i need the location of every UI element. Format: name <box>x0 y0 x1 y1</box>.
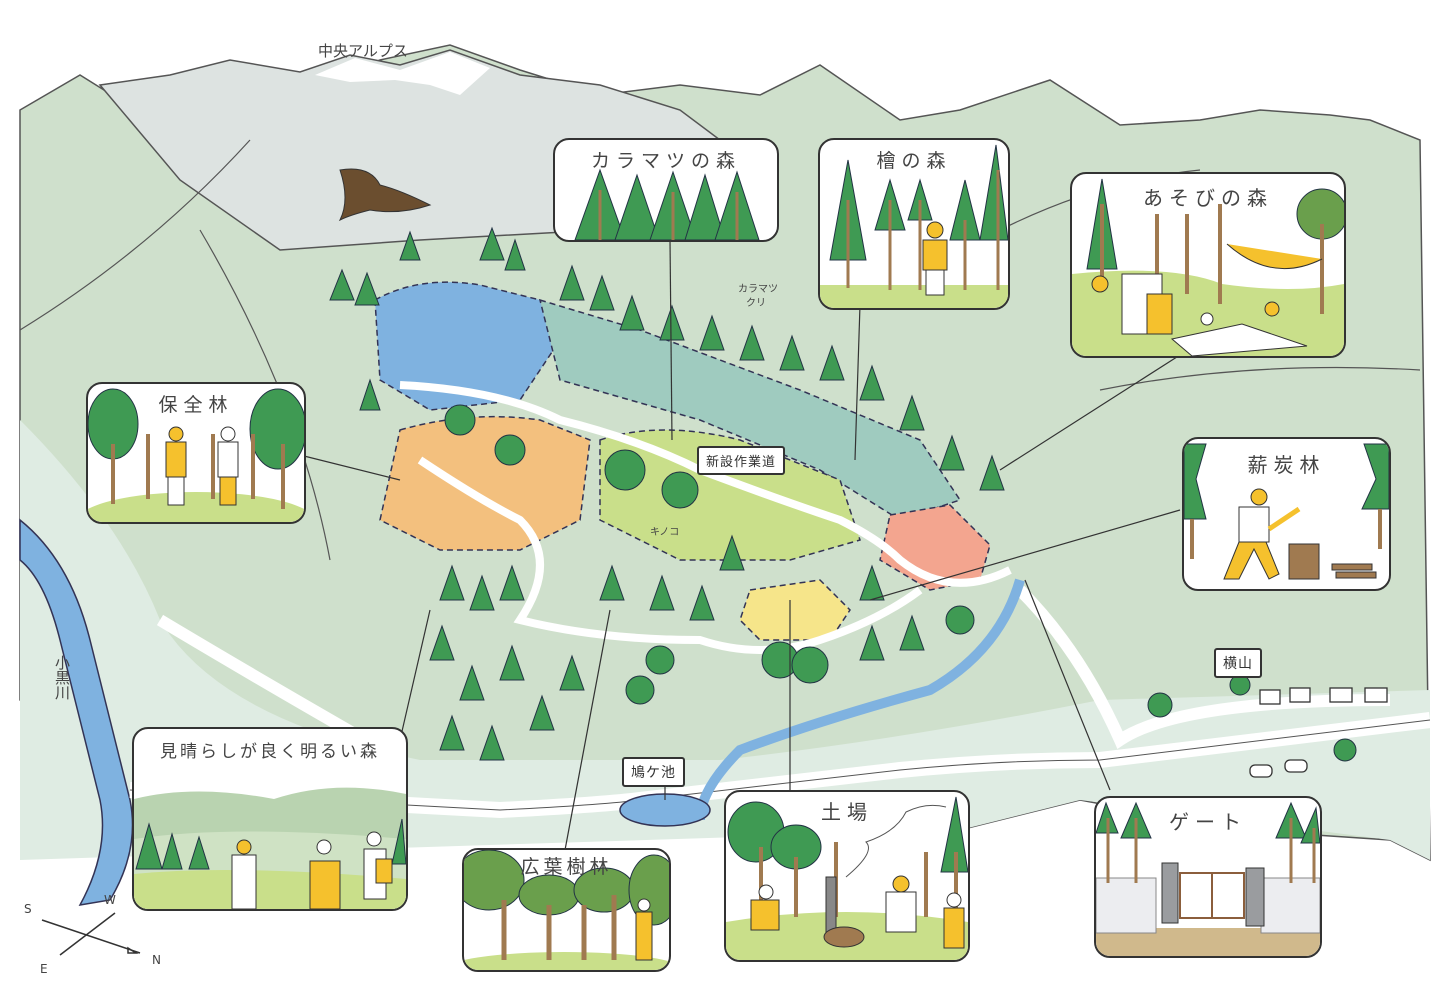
drum <box>823 926 865 948</box>
viewer-1 <box>231 839 257 909</box>
gate-doors <box>1179 872 1245 919</box>
viewer-2 <box>309 839 341 909</box>
viewer-3 <box>363 831 393 900</box>
compass-east: E <box>40 962 48 976</box>
cypress-worker-illustration <box>820 144 1008 308</box>
person-left <box>750 884 780 931</box>
compass-south: S <box>24 902 32 916</box>
panel-title: 保全林 <box>158 394 234 416</box>
mushroom-annotation: キノコ <box>650 527 680 538</box>
larch-trees-illustration <box>574 168 760 240</box>
lime-zone <box>599 429 861 561</box>
panel-title: 広葉樹林 <box>520 856 613 878</box>
orange-zone <box>379 415 591 551</box>
houses <box>1249 687 1388 778</box>
compass-north: N <box>152 953 161 967</box>
gate-illustration <box>1096 801 1320 956</box>
conservation-forest-illustration <box>88 388 304 522</box>
scenic-view-illustration <box>134 787 406 909</box>
compass-rose <box>41 912 141 956</box>
label-pond: 鳩ケ池 <box>622 757 685 787</box>
person-middle <box>885 875 917 933</box>
panel-title: 土場 <box>821 800 873 824</box>
river-label: 小黒川 <box>53 655 71 700</box>
larch-chestnut-annotation: カラマツ クリ <box>738 283 778 311</box>
picnic-sheet <box>1170 323 1308 356</box>
hammock <box>1226 243 1323 270</box>
landing-area-illustration <box>726 796 968 960</box>
person-right <box>943 892 965 949</box>
panel-title: 薪炭林 <box>1247 453 1326 477</box>
panel-hozen-forest: 保全林 <box>86 382 306 524</box>
oguro-river <box>19 518 134 906</box>
panel-miharashi-forest: 見晴らしが良く明るい森 <box>132 727 408 911</box>
woodcutter-figure <box>1223 488 1280 580</box>
person-right <box>217 426 239 506</box>
annotation-larch: カラマツ <box>738 284 778 295</box>
stove <box>825 876 837 933</box>
panel-doba: 土場 <box>724 790 970 962</box>
eagle <box>338 168 432 222</box>
label-yokoyama: 横山 <box>1214 648 1262 678</box>
panel-title: 檜の森 <box>876 150 952 172</box>
panel-title: ゲート <box>1169 810 1247 834</box>
label-new-road: 新設作業道 <box>697 446 786 475</box>
annotation-chestnut: クリ <box>746 298 766 309</box>
panel-shintan-forest: 薪炭林 <box>1182 437 1391 591</box>
logs <box>1331 563 1377 579</box>
firewood-forest-illustration <box>1184 443 1389 580</box>
stump <box>1288 543 1320 580</box>
panel-title: 見晴らしが良く明るい森 <box>160 742 380 762</box>
snow-cap <box>315 52 490 95</box>
smoke <box>845 804 947 878</box>
guide-figure <box>635 898 653 961</box>
stream <box>695 578 1025 821</box>
teal-zone <box>538 298 962 521</box>
person-left <box>165 426 187 506</box>
axe-handle <box>1267 506 1301 532</box>
compass-west: W <box>104 893 116 907</box>
alps-label: 中央アルプス <box>318 42 408 60</box>
panel-karamatsu-forest: カラマツの森 <box>553 138 779 242</box>
broadleaf-forest-illustration <box>464 850 669 970</box>
panel-gate: ゲート <box>1094 796 1322 958</box>
panel-hinoki-forest: 檜の森 <box>818 138 1010 310</box>
panel-title: あそびの森 <box>1143 186 1273 210</box>
yellow-zone <box>739 579 851 641</box>
trail <box>399 381 1012 587</box>
panel-koyo-forest: 広葉樹林 <box>462 848 671 972</box>
lake-zone <box>374 281 561 411</box>
trees <box>329 226 1357 762</box>
panel-asobi-forest: あそびの森 <box>1070 172 1346 358</box>
panel-title: カラマツの森 <box>590 150 741 172</box>
play-forest-illustration <box>1072 178 1344 356</box>
worker-figure <box>922 221 948 296</box>
